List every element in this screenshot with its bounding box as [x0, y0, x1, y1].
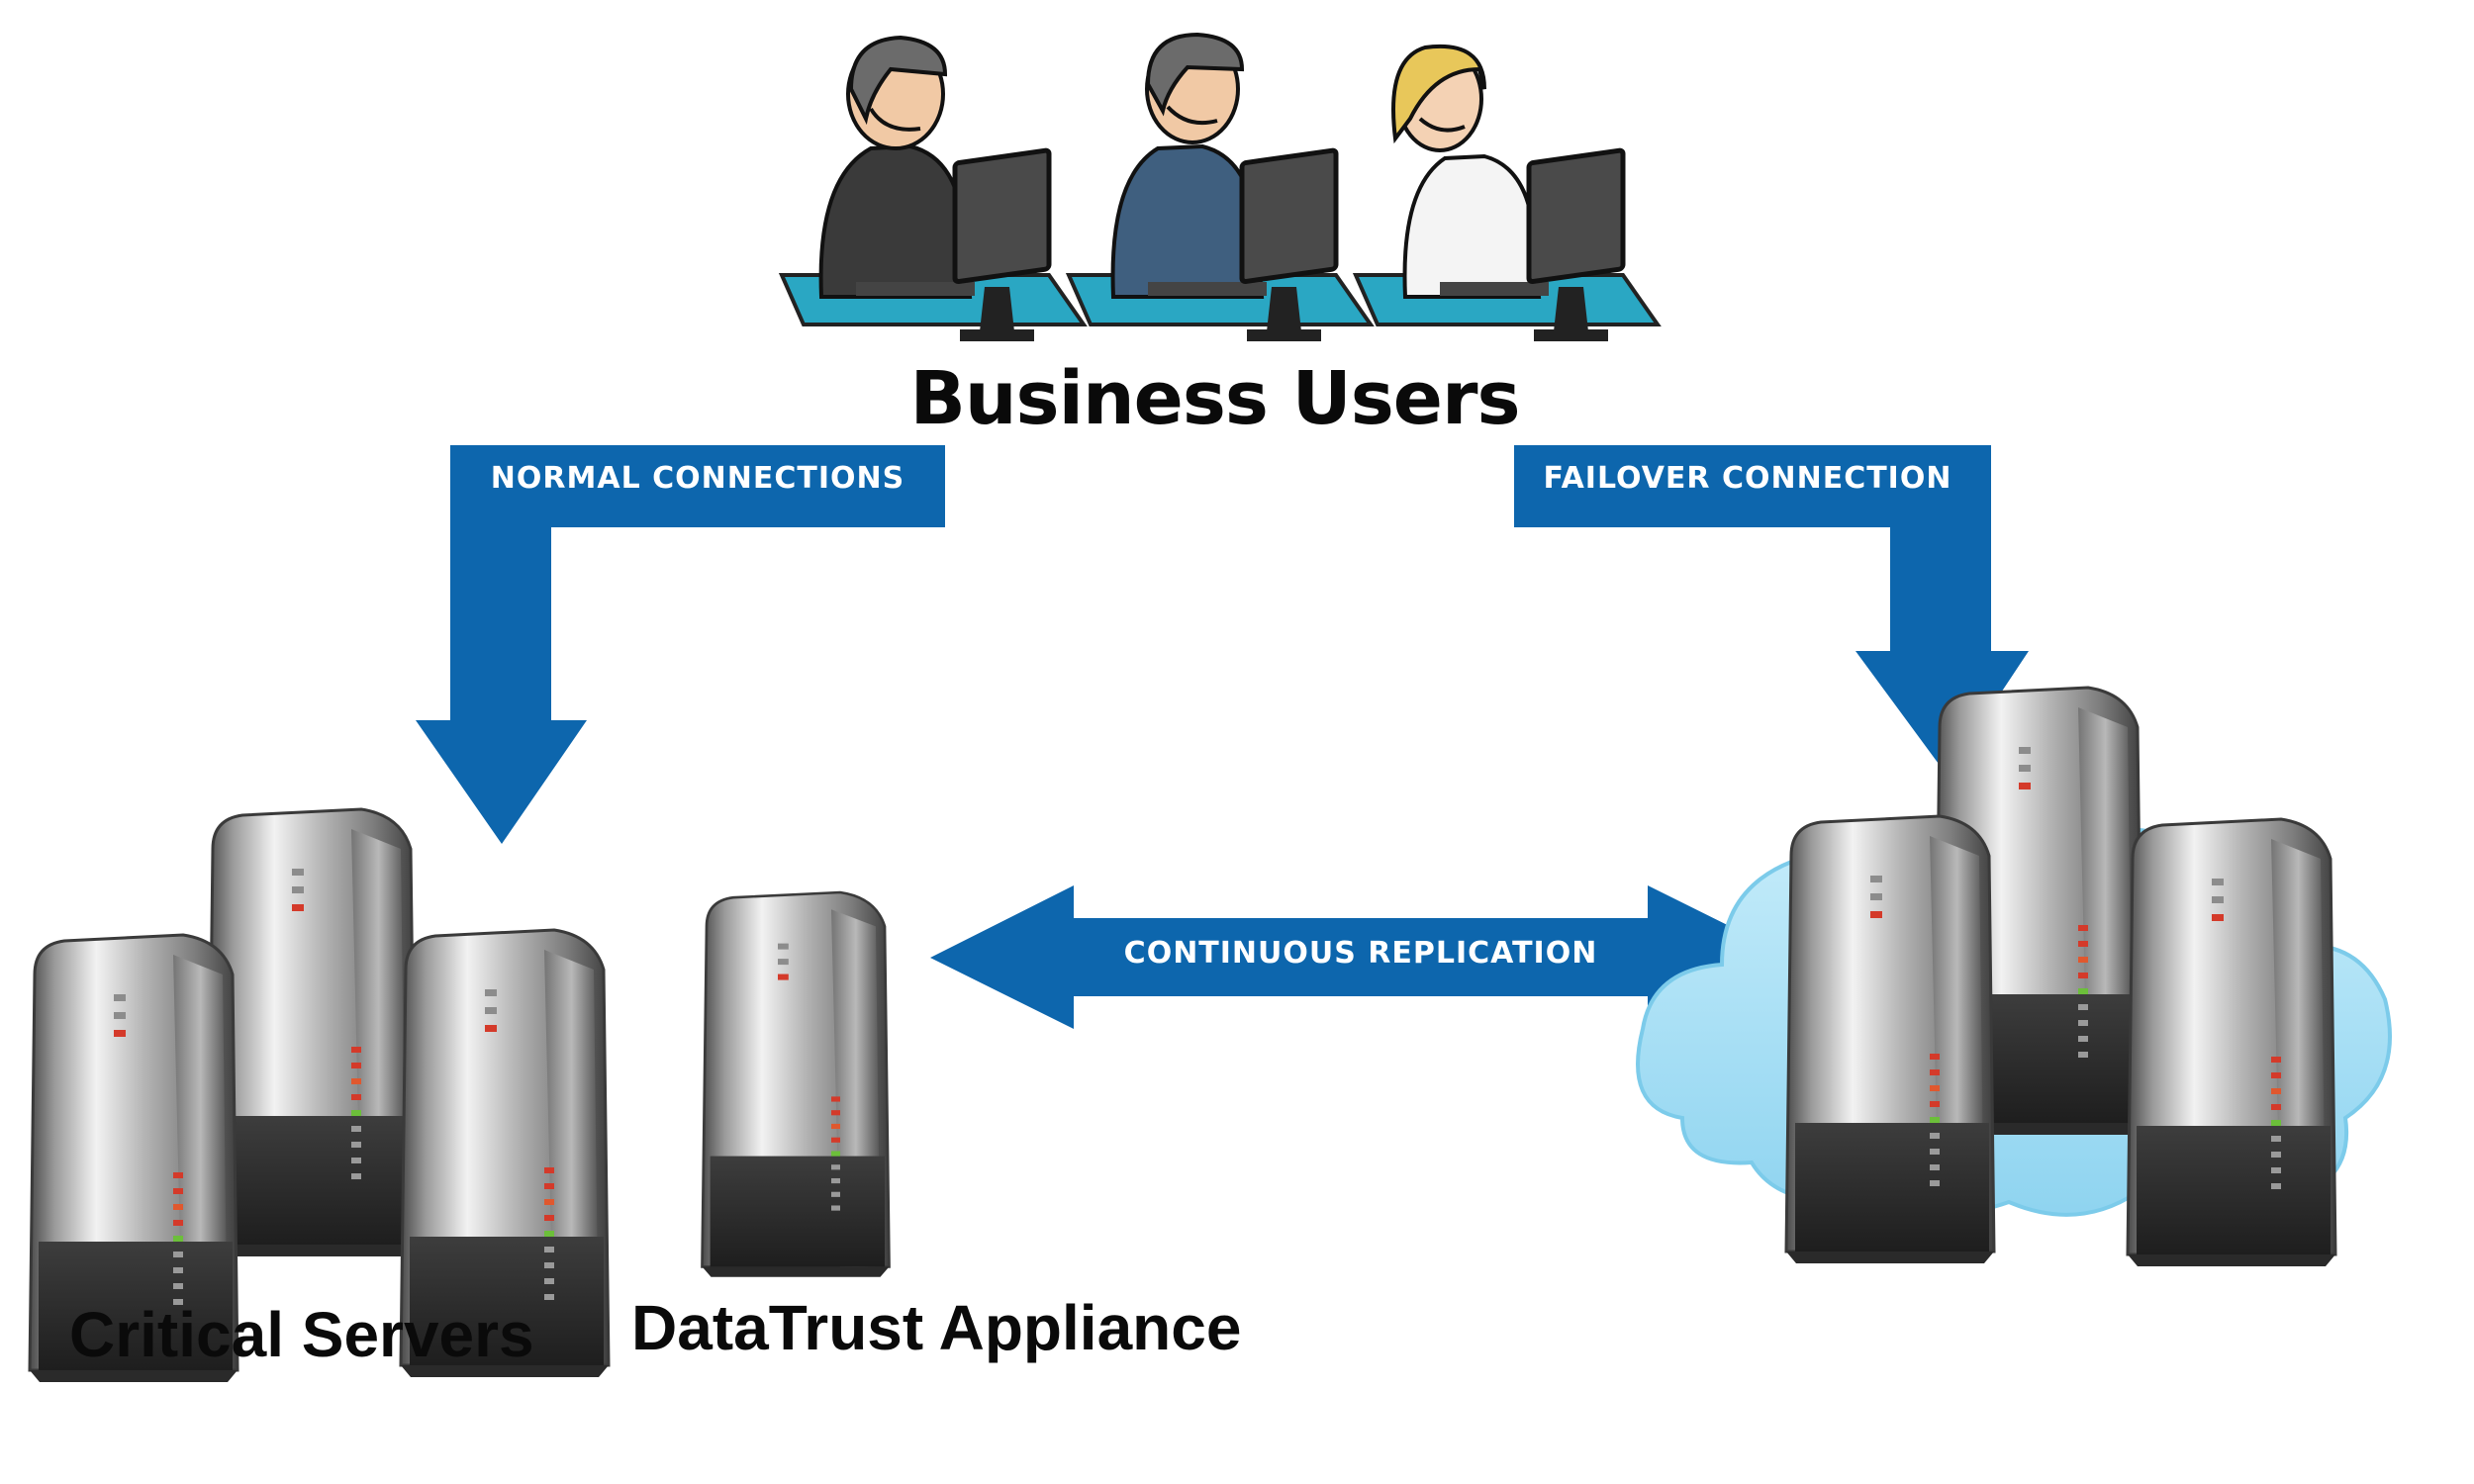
user-3-icon	[1391, 44, 1623, 341]
user-2-icon	[1110, 32, 1336, 341]
critical-servers-icon	[28, 807, 611, 1384]
business-users-icon	[778, 32, 1662, 341]
datatrust-appliance-label: DataTrust Appliance	[631, 1292, 1242, 1363]
continuous-replication-label: CONTINUOUS REPLICATION	[1123, 936, 1598, 971]
normal-connections-label: NORMAL CONNECTIONS	[490, 461, 905, 496]
failover-connection-arrow	[1514, 445, 2029, 775]
datatrust-appliance-icon	[701, 890, 891, 1279]
failover-connection-label: FAILOVER CONNECTION	[1543, 461, 1952, 496]
critical-servers-label: Critical Servers	[69, 1299, 534, 1370]
user-1-icon	[818, 35, 1049, 341]
business-users-label: Business Users	[909, 356, 1520, 441]
continuous-replication-arrow	[930, 885, 1793, 1029]
normal-connections-arrow	[416, 445, 945, 844]
